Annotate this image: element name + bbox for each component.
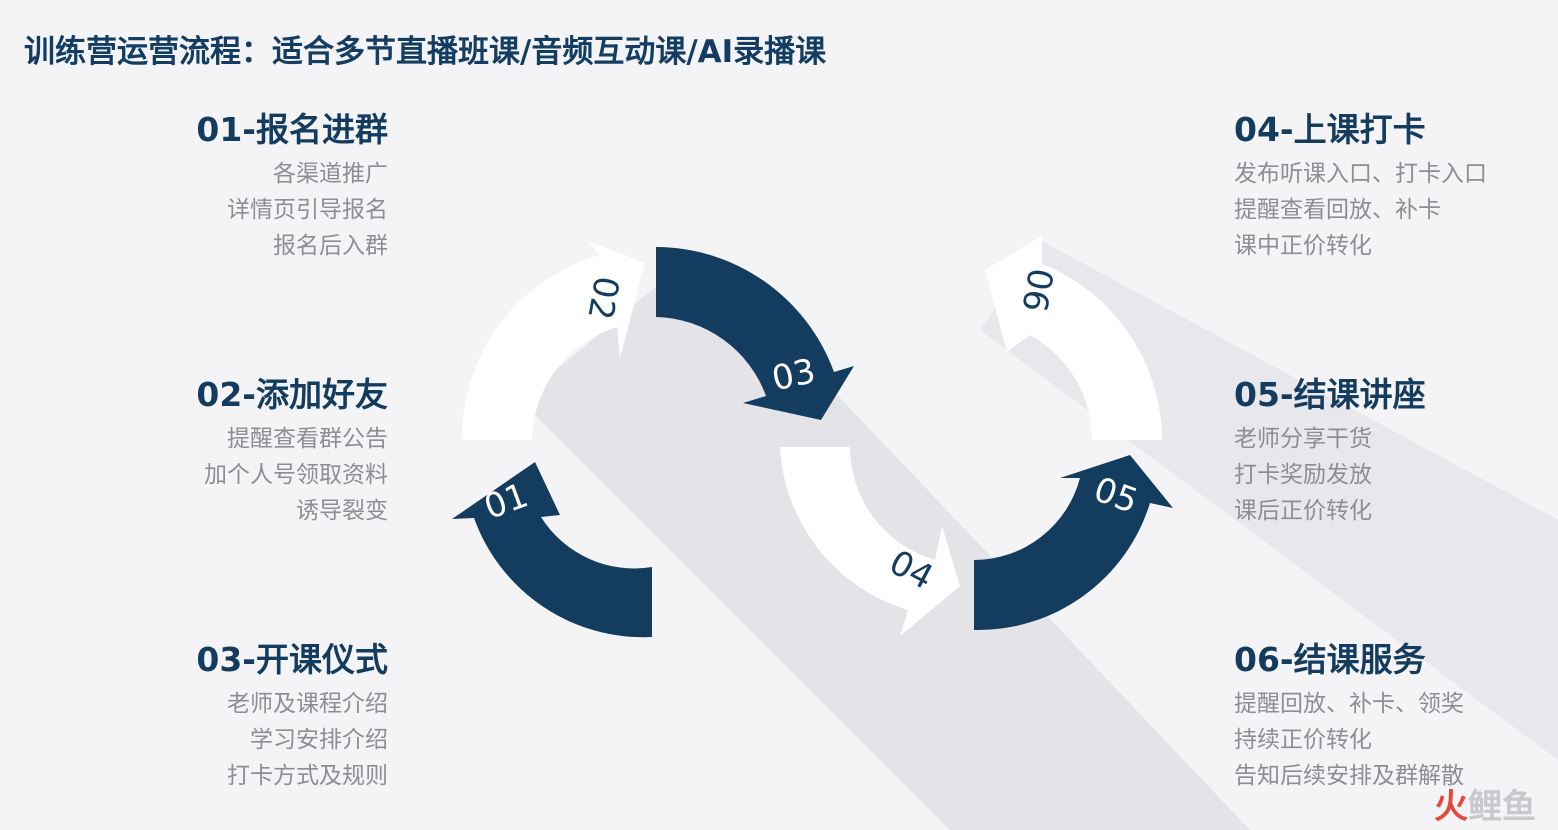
step-heading: 03-开课仪式 xyxy=(196,640,388,679)
arrow-06 xyxy=(985,236,1162,440)
step-line: 提醒查看群公告 xyxy=(227,426,388,452)
step-line: 详情页引导报名 xyxy=(227,197,388,223)
step-heading: 02-添加好友 xyxy=(196,375,388,414)
arrow-label-06: 06 xyxy=(1013,265,1060,315)
step-line: 学习安排介绍 xyxy=(250,727,388,753)
step-04: 04-上课打卡 发布听课入口、打卡入口 提醒查看回放、补卡 课中正价转化 xyxy=(1234,110,1558,264)
step-line: 发布听课入口、打卡入口 xyxy=(1234,161,1487,187)
step-line: 报名后入群 xyxy=(273,233,388,259)
step-line: 课中正价转化 xyxy=(1234,233,1372,259)
step-line: 诱导裂变 xyxy=(296,498,388,524)
arrow-01 xyxy=(452,462,652,638)
step-line: 加个人号领取资料 xyxy=(204,462,388,488)
arrow-05 xyxy=(974,455,1173,631)
watermark-part-2: 鲤鱼 xyxy=(1468,787,1536,827)
page-title: 训练营运营流程：适合多节直播班课/音频互动课/AI录播课 xyxy=(24,34,827,70)
watermark-part-1: 火 xyxy=(1434,787,1468,827)
step-line: 老师及课程介绍 xyxy=(227,691,388,717)
arrow-label-03: 03 xyxy=(768,351,819,399)
watermark-logo: 火鲤鱼 xyxy=(1434,779,1536,828)
step-01: 01-报名进群 各渠道推广 详情页引导报名 报名后入群 xyxy=(58,110,388,264)
arrow-03 xyxy=(656,247,854,420)
step-05: 05-结课讲座 老师分享干货 打卡奖励发放 课后正价转化 xyxy=(1234,375,1558,529)
step-line: 打卡方式及规则 xyxy=(227,763,388,789)
step-line: 课后正价转化 xyxy=(1234,498,1372,524)
arrow-02 xyxy=(461,241,645,440)
step-heading: 04-上课打卡 xyxy=(1234,110,1426,149)
step-06: 06-结课服务 提醒回放、补卡、领奖 持续正价转化 告知后续安排及群解散 xyxy=(1234,640,1558,794)
step-03: 03-开课仪式 老师及课程介绍 学习安排介绍 打卡方式及规则 xyxy=(58,640,388,794)
arrow-label-02: 02 xyxy=(579,273,626,323)
step-heading: 06-结课服务 xyxy=(1234,640,1426,679)
step-line: 提醒回放、补卡、领奖 xyxy=(1234,691,1464,717)
step-heading: 05-结课讲座 xyxy=(1234,375,1426,414)
step-line: 持续正价转化 xyxy=(1234,727,1372,753)
step-heading: 01-报名进群 xyxy=(196,110,388,149)
step-line: 打卡奖励发放 xyxy=(1234,462,1372,488)
step-line: 告知后续安排及群解散 xyxy=(1234,763,1464,789)
step-line: 各渠道推广 xyxy=(273,161,388,187)
step-02: 02-添加好友 提醒查看群公告 加个人号领取资料 诱导裂变 xyxy=(58,375,388,529)
step-line: 老师分享干货 xyxy=(1234,426,1372,452)
step-line: 提醒查看回放、补卡 xyxy=(1234,197,1441,223)
arrow-04 xyxy=(780,447,960,636)
